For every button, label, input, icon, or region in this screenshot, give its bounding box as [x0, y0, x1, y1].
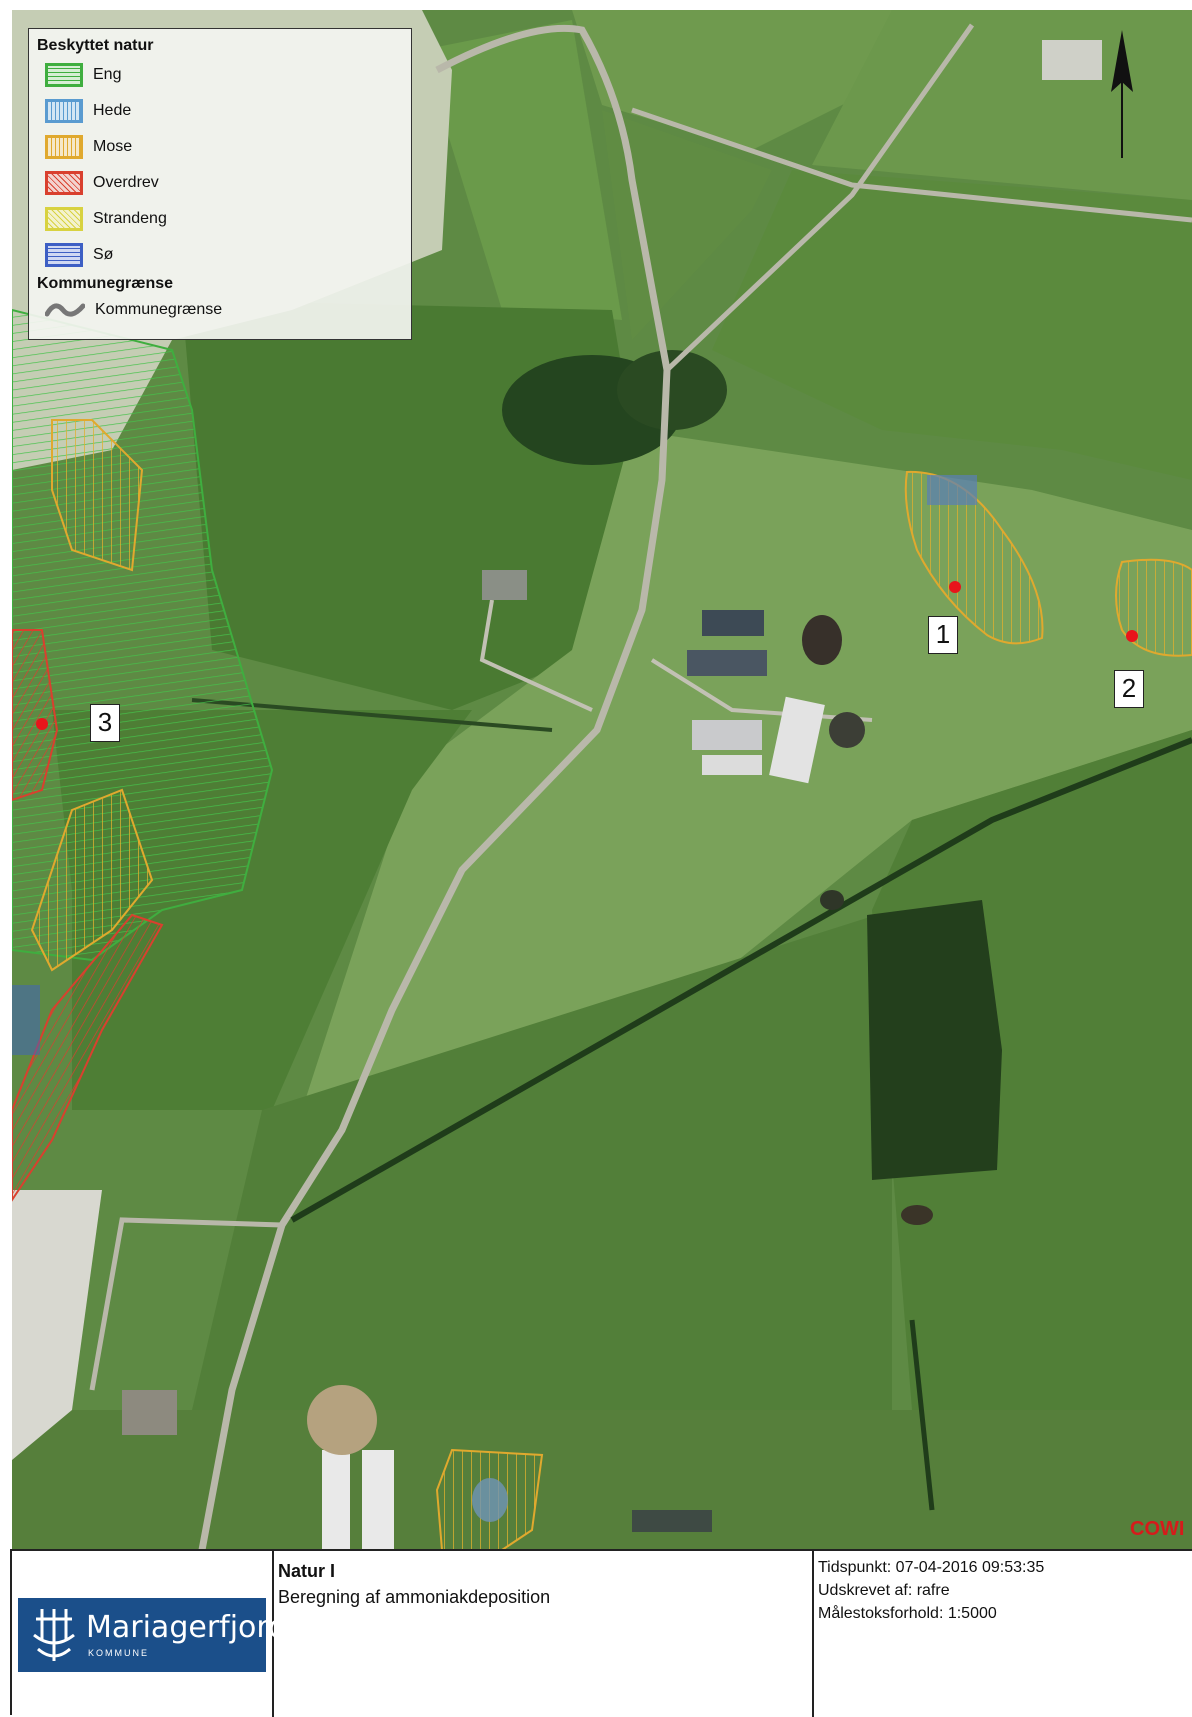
map-title: Natur I — [278, 1561, 336, 1581]
map-footer: Mariagerfjord KOMMUNE Natur I Beregning … — [10, 1549, 1192, 1717]
timestamp: Tidspunkt: 07-04-2016 09:53:35 — [818, 1559, 1045, 1576]
legend-item-so: Sø — [37, 237, 403, 273]
map-subtitle: Beregning af ammoniakdeposition — [278, 1587, 551, 1607]
footer-title-cell: Natur I Beregning af ammoniakdeposition — [272, 1551, 814, 1717]
printed-by: Udskrevet af: rafre — [818, 1582, 950, 1599]
overdrev-swatch-icon — [45, 171, 83, 195]
legend-title-protected-nature: Beskyttet natur — [37, 37, 154, 54]
logo-subtitle: KOMMUNE — [88, 1648, 149, 1658]
logo-name: Mariagerfjord — [86, 1610, 288, 1645]
marker-label-2: 2 — [1114, 670, 1144, 708]
legend-item-strandeng: Strandeng — [37, 201, 403, 237]
marker-label-3: 3 — [90, 704, 120, 742]
legend-item-overdrev: Overdrev — [37, 165, 403, 201]
legend-label: Hede — [93, 102, 132, 119]
cowi-watermark: COWI — [1130, 1518, 1185, 1540]
map-scale: Målestoksforhold: 1:5000 — [818, 1605, 997, 1622]
legend-label: Kommunegrænse — [95, 301, 223, 318]
strandeng-swatch-icon — [45, 207, 83, 231]
footer-logo-cell: Mariagerfjord KOMMUNE — [12, 1551, 287, 1717]
marker-label-1: 1 — [928, 616, 958, 654]
legend-item-eng: Eng — [37, 57, 403, 93]
legend-label: Sø — [93, 246, 114, 263]
legend-item-hede: Hede — [37, 93, 403, 129]
legend-item-mose: Mose — [37, 129, 403, 165]
receptor-point-1[interactable] — [949, 581, 961, 593]
legend-label: Strandeng — [93, 210, 167, 227]
legend-item-boundary: Kommunegrænse — [37, 295, 403, 325]
mariagerfjord-logo: Mariagerfjord KOMMUNE — [18, 1598, 287, 1672]
so-swatch-icon — [45, 243, 83, 267]
footer-meta-cell: Tidspunkt: 07-04-2016 09:53:35 Udskrevet… — [812, 1551, 1192, 1717]
map-legend: Beskyttet natur Eng Hede Mose Overdrev S… — [28, 28, 412, 340]
eng-swatch-icon — [45, 63, 83, 87]
boundary-line-icon — [45, 303, 85, 317]
legend-title-municipal-boundary: Kommunegrænse — [37, 275, 174, 292]
receptor-point-3[interactable] — [36, 718, 48, 730]
legend-label: Mose — [93, 138, 133, 155]
mose-swatch-icon — [45, 135, 83, 159]
hede-swatch-icon — [45, 99, 83, 123]
north-arrow-icon — [1111, 30, 1133, 158]
legend-label: Eng — [93, 66, 122, 83]
legend-label: Overdrev — [93, 174, 159, 191]
receptor-point-2[interactable] — [1126, 630, 1138, 642]
municipality-emblem-icon — [33, 1609, 75, 1661]
